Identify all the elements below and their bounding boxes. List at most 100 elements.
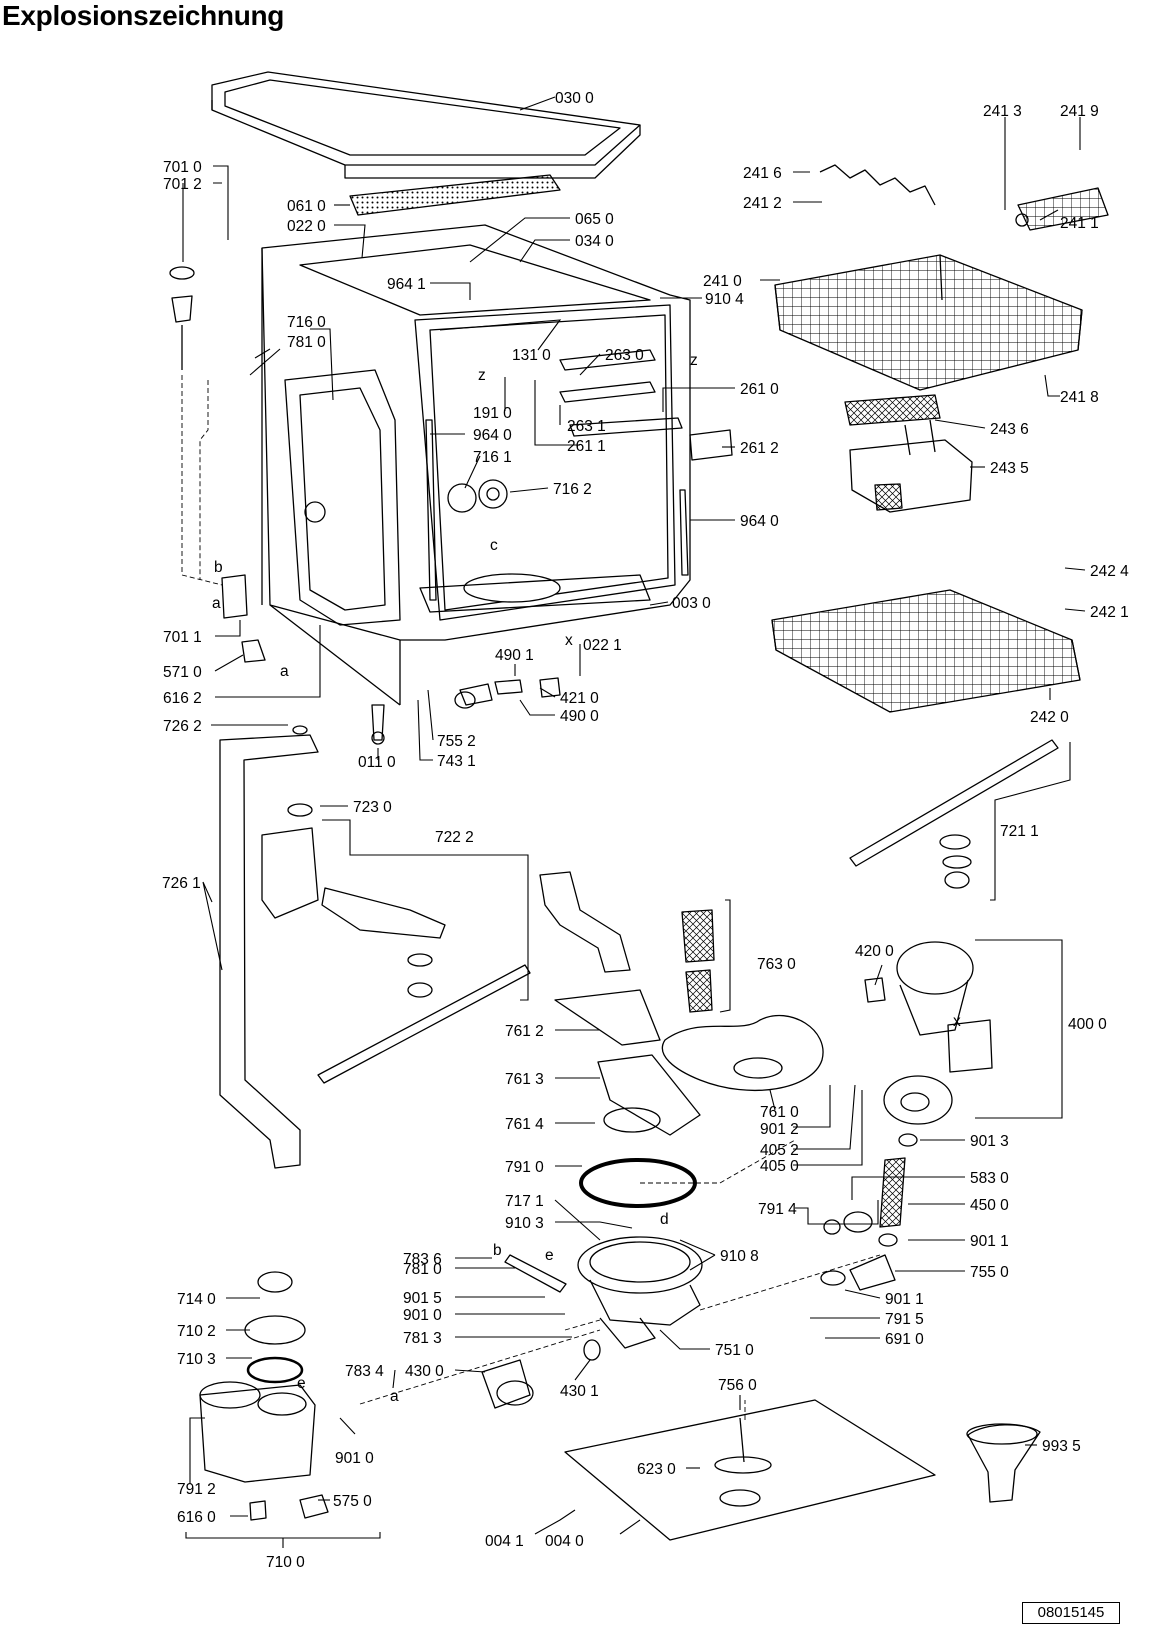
- part-label: 993 5: [1042, 1438, 1081, 1455]
- part-label: 901 0: [335, 1450, 374, 1467]
- door-hinge-part: [169, 266, 248, 619]
- part-label: 716 0: [287, 314, 326, 331]
- door-seal-part: [679, 489, 689, 576]
- water-softener-part: [199, 1271, 329, 1521]
- part-label: 901 5: [403, 1290, 442, 1307]
- callout-letter: a: [280, 663, 289, 680]
- basket-rail-part: [559, 349, 733, 461]
- supply-pipe-part: [539, 871, 631, 973]
- part-label: 623 0: [637, 1461, 676, 1478]
- part-label: 191 0: [473, 405, 512, 422]
- part-label: 763 0: [757, 956, 796, 973]
- part-label: 723 0: [353, 799, 392, 816]
- wash-pump-part: [864, 941, 993, 1125]
- part-label: 030 0: [555, 90, 594, 107]
- part-label: 910 3: [505, 1215, 544, 1232]
- lower-basket-part: [771, 589, 1081, 713]
- part-label: 575 0: [333, 1493, 372, 1510]
- part-label: 241 8: [1060, 389, 1099, 406]
- sump-cover-part: [554, 989, 824, 1136]
- part-label: 783 6: [403, 1251, 442, 1268]
- part-label: 791 0: [505, 1159, 544, 1176]
- part-label: 910 8: [720, 1248, 759, 1265]
- part-label: 756 0: [718, 1377, 757, 1394]
- salt-funnel-part: [966, 1423, 1041, 1503]
- part-label: 901 2: [760, 1121, 799, 1138]
- upper-basket-part: [774, 254, 1083, 391]
- part-label: 022 1: [583, 637, 622, 654]
- part-label: 964 1: [387, 276, 426, 293]
- part-label: 003 0: [672, 595, 711, 612]
- part-label: 241 0: [703, 273, 742, 290]
- callout-letter: e: [545, 1247, 554, 1264]
- circulation-pipe-part: [219, 734, 319, 1169]
- part-label: 261 0: [740, 381, 779, 398]
- part-label: 701 0: [163, 159, 202, 176]
- part-label: 405 0: [760, 1158, 799, 1175]
- sump-part: [577, 1236, 703, 1349]
- wall-disc-right-part: [478, 479, 508, 509]
- part-label: 022 0: [287, 218, 326, 235]
- part-label: 710 2: [177, 1323, 216, 1340]
- part-label: 430 0: [405, 1363, 444, 1380]
- part-label: 781 0: [287, 334, 326, 351]
- part-label: 791 2: [177, 1481, 216, 1498]
- part-label: 781 0: [403, 1261, 442, 1278]
- lower-spray-arm-part: [317, 964, 531, 1084]
- part-label: 011 0: [358, 754, 396, 771]
- part-label: 583 0: [970, 1170, 1009, 1187]
- part-label: 263 1: [567, 418, 606, 435]
- part-label: 722 2: [435, 829, 474, 846]
- part-label: 783 4: [345, 1363, 384, 1380]
- part-label: 261 2: [740, 440, 779, 457]
- part-label: 450 0: [970, 1197, 1009, 1214]
- part-label: 901 1: [885, 1291, 924, 1308]
- part-label: 755 2: [437, 733, 476, 750]
- part-label: 261 1: [567, 438, 606, 455]
- part-label: 691 0: [885, 1331, 924, 1348]
- part-label: 571 0: [163, 664, 202, 681]
- part-label: 131 0: [512, 347, 551, 364]
- part-label: 751 0: [715, 1342, 754, 1359]
- upper-spray-arm-part: [849, 739, 1059, 889]
- part-label: 490 0: [560, 708, 599, 725]
- part-label: 243 5: [990, 460, 1029, 477]
- part-label: 964 0: [740, 513, 779, 530]
- callout-letter: b: [214, 559, 223, 576]
- part-label: 781 3: [403, 1330, 442, 1347]
- part-label: 743 1: [437, 753, 476, 770]
- tub-cabinet-part: [261, 224, 691, 706]
- callout-letter: a: [390, 1388, 399, 1405]
- part-label: 710 0: [266, 1554, 305, 1571]
- part-label: 901 3: [970, 1133, 1009, 1150]
- part-label: 716 1: [473, 449, 512, 466]
- part-label: 242 4: [1090, 563, 1129, 580]
- callout-letter: c: [490, 537, 498, 554]
- door-seal-left-part: [425, 419, 437, 601]
- part-label: 241 1: [1060, 215, 1099, 232]
- part-label: 004 1: [485, 1533, 524, 1550]
- filter-part: [681, 909, 715, 1013]
- part-label: 701 2: [163, 176, 202, 193]
- part-label: 964 0: [473, 427, 512, 444]
- callout-letter: z: [478, 367, 486, 384]
- part-label: 263 0: [605, 347, 644, 364]
- part-label: 421 0: [560, 690, 599, 707]
- worktop-part: [211, 71, 641, 179]
- callout-letter: d: [660, 1211, 669, 1228]
- part-label: 420 0: [855, 943, 894, 960]
- callout-letter: x: [565, 632, 573, 649]
- hose-part: [849, 1254, 896, 1291]
- part-label: 726 1: [162, 875, 201, 892]
- part-label: 791 5: [885, 1311, 924, 1328]
- part-label: 755 0: [970, 1264, 1009, 1281]
- part-label: 910 4: [705, 291, 744, 308]
- part-label: 721 1: [1000, 823, 1039, 840]
- wall-disc-left-part: [447, 483, 477, 513]
- spray-arm-holder-part: [261, 725, 446, 998]
- callout-letter: z: [690, 352, 698, 369]
- part-label: 241 3: [983, 103, 1022, 120]
- callout-letter: b: [493, 1242, 502, 1259]
- part-label: 400 0: [1068, 1016, 1107, 1033]
- part-label: 761 0: [760, 1104, 799, 1121]
